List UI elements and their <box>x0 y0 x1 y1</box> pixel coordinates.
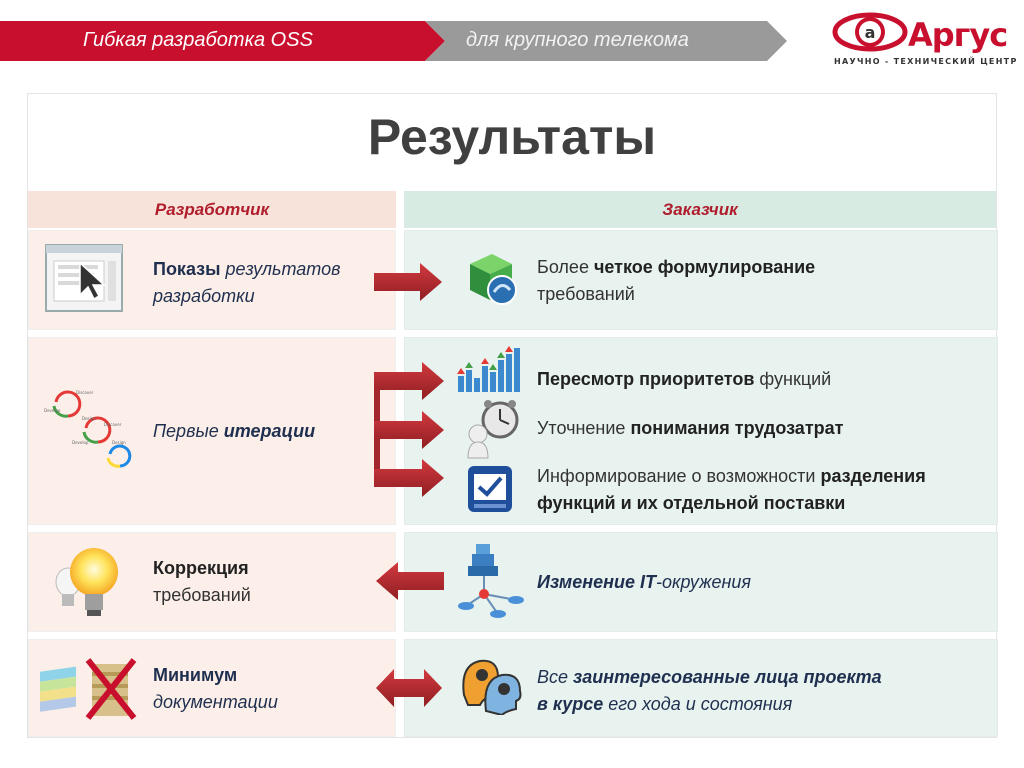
row4-left-text: Минимум документации <box>153 665 278 712</box>
row4-left-cell <box>28 639 396 737</box>
row4-double-arrow-icon <box>376 669 442 707</box>
svg-text:Discover: Discover <box>76 390 94 395</box>
row2-right-text-c: Информирование о возможности разделения … <box>537 466 926 513</box>
checkbox-icon <box>468 466 512 512</box>
network-icon <box>458 544 524 618</box>
svg-text:Develop: Develop <box>72 440 89 445</box>
green-cube-icon <box>470 254 517 305</box>
eye-logo-icon: a <box>832 12 908 52</box>
company-logo: a Аргус НАУЧНО - ТЕХНИЧЕСКИЙ ЦЕНТР <box>832 10 1016 70</box>
row2-left-cell <box>28 337 396 525</box>
svg-text:Develop: Develop <box>44 408 61 413</box>
column-header-developer: Разработчик <box>28 191 396 228</box>
row2-triple-arrow-icon <box>374 362 444 497</box>
row2-right-text-a: Пересмотр приоритетов функций <box>537 369 832 389</box>
logo-wordmark: Аргус <box>908 16 1008 54</box>
bar-chart-icon <box>457 346 520 392</box>
thinking-clock-icon <box>467 400 519 459</box>
row3-arrow-left-icon <box>376 562 444 600</box>
header-ribbon-right <box>425 21 787 61</box>
svg-text:Discover: Discover <box>104 422 122 427</box>
svg-text:Design: Design <box>82 416 96 421</box>
svg-text:Design: Design <box>112 440 126 445</box>
people-heads-icon <box>462 659 522 715</box>
row1-left-text: Показы результатов разработки <box>153 259 341 306</box>
column-header-customer: Заказчик <box>404 191 996 228</box>
row3-right-text: Изменение IT-окружения <box>537 572 752 592</box>
row1-right-text: Более четкое формулирование требований <box>537 257 816 304</box>
row2-right-text-b: Уточнение понимания трудозатрат <box>537 418 844 438</box>
cursor-window-icon <box>45 244 123 312</box>
header-ribbon-left <box>0 21 445 61</box>
ribbon-title: Гибкая разработка OSS <box>83 29 313 51</box>
row1-arrow-right-icon <box>374 263 442 301</box>
crossed-documents-icon <box>40 658 137 720</box>
slide-title: Результаты <box>367 109 657 165</box>
svg-text:a: a <box>865 23 876 42</box>
ribbon-subtitle: для крупного телекома <box>466 29 689 51</box>
logo-tagline: НАУЧНО - ТЕХНИЧЕСКИЙ ЦЕНТР <box>834 57 1018 66</box>
row3-left-text: Коррекция требований <box>153 558 251 605</box>
row4-right-text: Все заинтересованные лица проекта в курс… <box>537 667 882 714</box>
row2-left-text: Первые итерации <box>153 421 316 441</box>
lightbulb-icon <box>55 548 118 616</box>
